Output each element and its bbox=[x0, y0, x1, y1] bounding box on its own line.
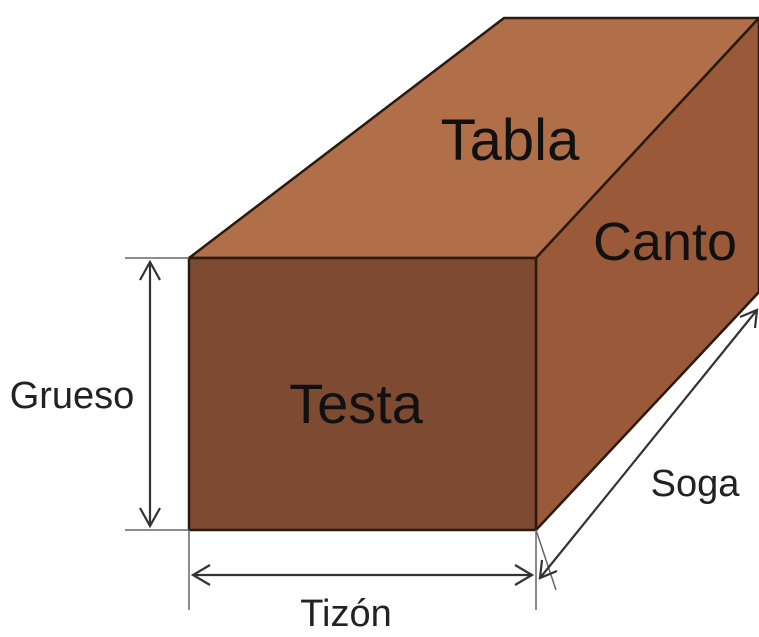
height-dimension bbox=[125, 257, 189, 531]
length-label: Soga bbox=[651, 463, 741, 505]
height-label: Grueso bbox=[10, 375, 135, 417]
side-face-label: Canto bbox=[593, 212, 737, 272]
width-label: Tizón bbox=[300, 593, 392, 635]
width-dimension bbox=[188, 530, 537, 610]
top-face-label: Tabla bbox=[441, 108, 580, 173]
length-dimension bbox=[535, 308, 759, 591]
front-face-label: Testa bbox=[289, 372, 424, 435]
